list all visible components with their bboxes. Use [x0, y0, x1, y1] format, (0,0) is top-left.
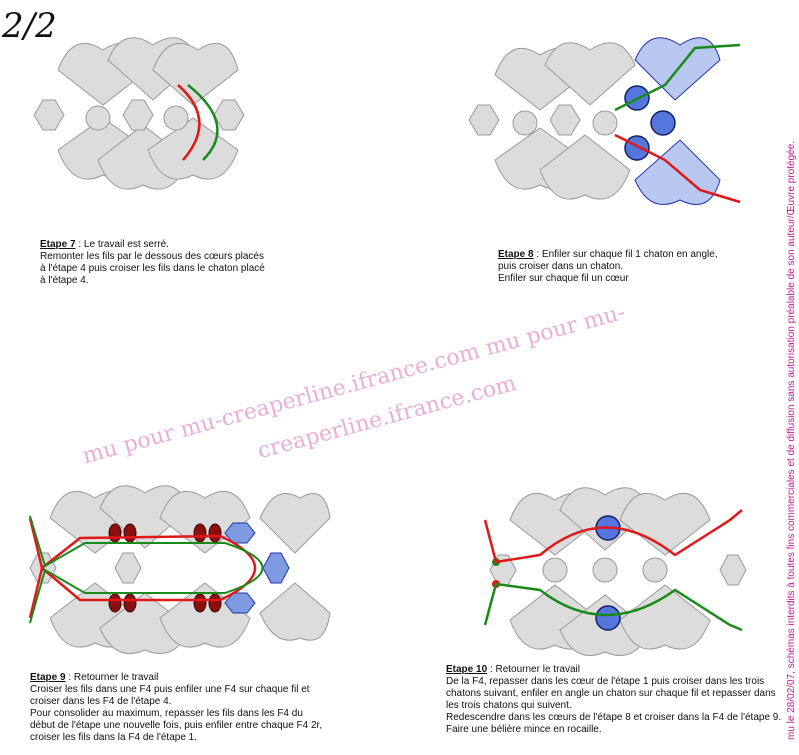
diagram-step-7 [33, 37, 245, 190]
heart-bead [539, 134, 631, 200]
new-chaton [624, 135, 650, 161]
new-chaton [650, 110, 676, 136]
watermark: mu pour mu-creaperline.ifrance.com mu po… [80, 299, 628, 470]
caption-step-10: Etape 10 : Retourner le travail De la F4… [446, 664, 782, 735]
heart-bead [152, 42, 239, 106]
copyright-note: mu le 28/02/07, schémas interdits à tout… [786, 140, 797, 740]
f4-blue [262, 552, 290, 584]
step-title: Etape 7 [40, 239, 76, 250]
rocaille [208, 593, 222, 613]
step-title: Etape 10 [446, 664, 488, 675]
heart-bead [259, 582, 331, 641]
f4-bead [122, 99, 154, 131]
chaton [592, 557, 618, 583]
heart-bead [619, 492, 711, 556]
caption-step-8: Etape 8 : Enfiler sur chaque fil 1 chato… [498, 249, 718, 284]
f4-bead [114, 552, 142, 584]
chaton [512, 110, 538, 136]
f4-bead [33, 99, 65, 131]
heart-bead [544, 42, 636, 106]
caption-step-7: Etape 7 : Le travail est serré. Remonter… [40, 239, 265, 286]
chaton [85, 105, 111, 131]
diagram-step-10 [483, 487, 747, 656]
diagram-step-9 [28, 485, 331, 654]
caption-step-9: Etape 9 : Retourner le travail Croiser l… [30, 672, 323, 743]
heart-bead [619, 584, 711, 650]
rocaille [193, 523, 207, 543]
rocaille [193, 593, 207, 613]
chaton [163, 105, 189, 131]
heart-bead [159, 490, 251, 554]
rocaille [123, 523, 137, 543]
diagram-step-8 [468, 37, 741, 205]
new-chaton [595, 605, 621, 631]
chaton [542, 557, 568, 583]
page-number: 2/2 [2, 6, 57, 46]
f4-bead [468, 104, 500, 136]
rocaille [123, 593, 137, 613]
f4-bead [213, 99, 245, 131]
heart-bead [259, 493, 331, 554]
rocaille [108, 593, 122, 613]
step-title: Etape 8 [498, 249, 534, 260]
chaton [592, 110, 618, 136]
heart-bead [159, 582, 251, 648]
chaton [642, 557, 668, 583]
step-title: Etape 9 [30, 672, 66, 683]
rocaille [108, 523, 122, 543]
f4-bead [549, 104, 581, 136]
rocaille [208, 523, 222, 543]
f4-bead [719, 554, 747, 586]
